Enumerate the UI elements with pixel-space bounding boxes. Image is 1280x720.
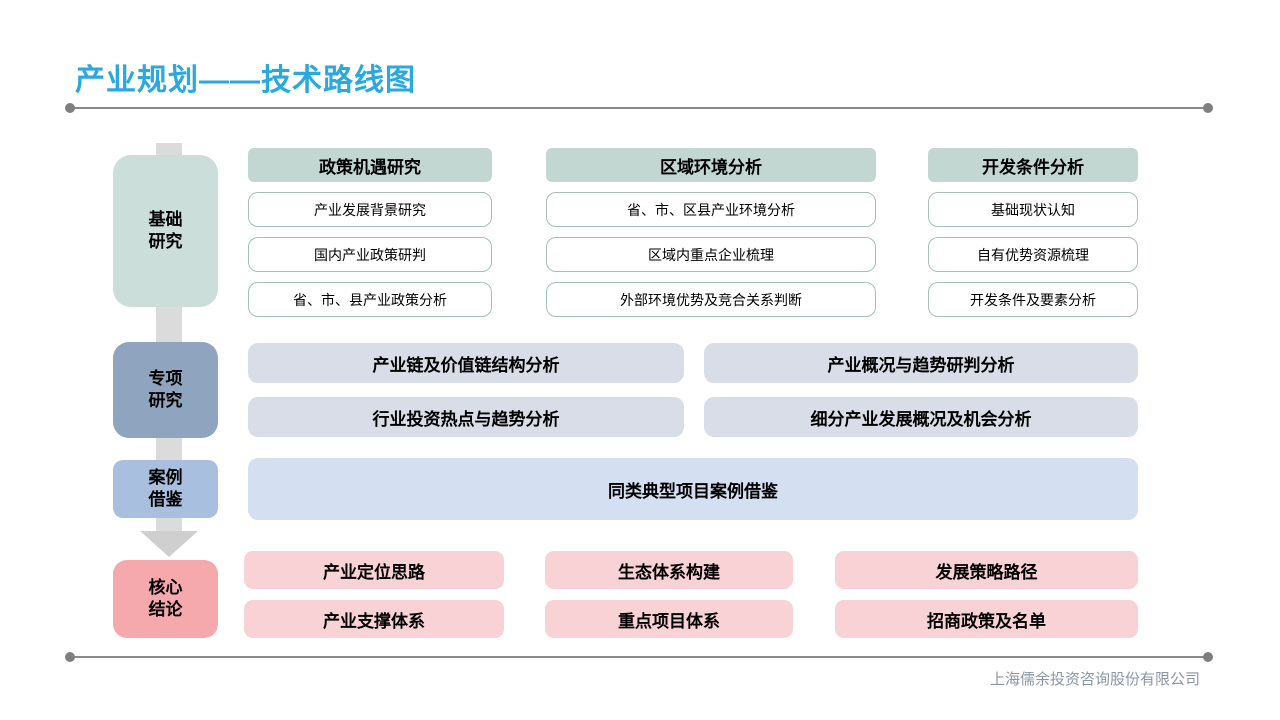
research-item: 自有优势资源梳理 xyxy=(928,237,1138,272)
special-research-item: 行业投资热点与趋势分析 xyxy=(248,397,684,437)
special-research-item: 细分产业发展概况及机会分析 xyxy=(704,397,1138,437)
stage-special-research: 专项 研究 xyxy=(113,342,218,438)
special-research-item: 产业概况与趋势研判分析 xyxy=(704,343,1138,383)
basic-research-column-development: 开发条件分析 基础现状认知 自有优势资源梳理 开发条件及要素分析 xyxy=(928,148,1138,317)
stage-label-line: 结论 xyxy=(148,600,183,619)
basic-research-column-policy: 政策机遇研究 产业发展背景研究 国内产业政策研判 省、市、县产业政策分析 xyxy=(248,148,492,317)
conclusion-item: 产业支撑体系 xyxy=(244,600,504,638)
research-item: 外部环境优势及竞合关系判断 xyxy=(546,282,876,317)
conclusion-item: 发展策略路径 xyxy=(835,551,1138,589)
research-item: 省、市、县产业政策分析 xyxy=(248,282,492,317)
core-conclusions-column-2: 生态体系构建 重点项目体系 xyxy=(545,551,793,638)
special-research-item: 产业链及价值链结构分析 xyxy=(248,343,684,383)
stage-label-line: 研究 xyxy=(148,232,183,251)
page-title: 产业规划——技术路线图 xyxy=(75,64,416,97)
column-header: 开发条件分析 xyxy=(928,148,1138,182)
column-header: 区域环境分析 xyxy=(546,148,876,182)
basic-research-column-region: 区域环境分析 省、市、区县产业环境分析 区域内重点企业梳理 外部环境优势及竞合关… xyxy=(546,148,876,317)
stage-label-line: 借鉴 xyxy=(148,490,183,509)
footer-divider xyxy=(65,652,1213,662)
special-research-column-right: 产业概况与趋势研判分析 细分产业发展概况及机会分析 xyxy=(704,343,1138,437)
stage-basic-research: 基础 研究 xyxy=(113,155,218,307)
conclusion-item: 生态体系构建 xyxy=(545,551,793,589)
stage-label-line: 专项 xyxy=(148,368,183,388)
special-research-column-left: 产业链及价值链结构分析 行业投资热点与趋势分析 xyxy=(248,343,684,437)
stage-label-line: 核心 xyxy=(148,577,183,597)
flow-arrow-head-icon xyxy=(140,531,198,557)
stage-core-conclusions: 核心 结论 xyxy=(113,560,218,638)
research-item: 开发条件及要素分析 xyxy=(928,282,1138,317)
stage-label-line: 基础 xyxy=(148,209,183,229)
company-name: 上海儒余投资咨询股份有限公司 xyxy=(989,671,1200,688)
stage-label-line: 研究 xyxy=(148,391,183,410)
column-header: 政策机遇研究 xyxy=(248,148,492,182)
stage-case-reference: 案例 借鉴 xyxy=(113,460,218,518)
research-item: 基础现状认知 xyxy=(928,192,1138,227)
core-conclusions-column-1: 产业定位思路 产业支撑体系 xyxy=(244,551,504,638)
core-conclusions-column-3: 发展策略路径 招商政策及名单 xyxy=(835,551,1138,638)
research-item: 产业发展背景研究 xyxy=(248,192,492,227)
research-item: 省、市、区县产业环境分析 xyxy=(546,192,876,227)
research-item: 区域内重点企业梳理 xyxy=(546,237,876,272)
conclusion-item: 产业定位思路 xyxy=(244,551,504,589)
case-reference-item: 同类典型项目案例借鉴 xyxy=(248,458,1138,520)
title-divider xyxy=(65,103,1213,113)
conclusion-item: 重点项目体系 xyxy=(545,600,793,638)
research-item: 国内产业政策研判 xyxy=(248,237,492,272)
conclusion-item: 招商政策及名单 xyxy=(835,600,1138,638)
stage-label-line: 案例 xyxy=(148,467,183,487)
